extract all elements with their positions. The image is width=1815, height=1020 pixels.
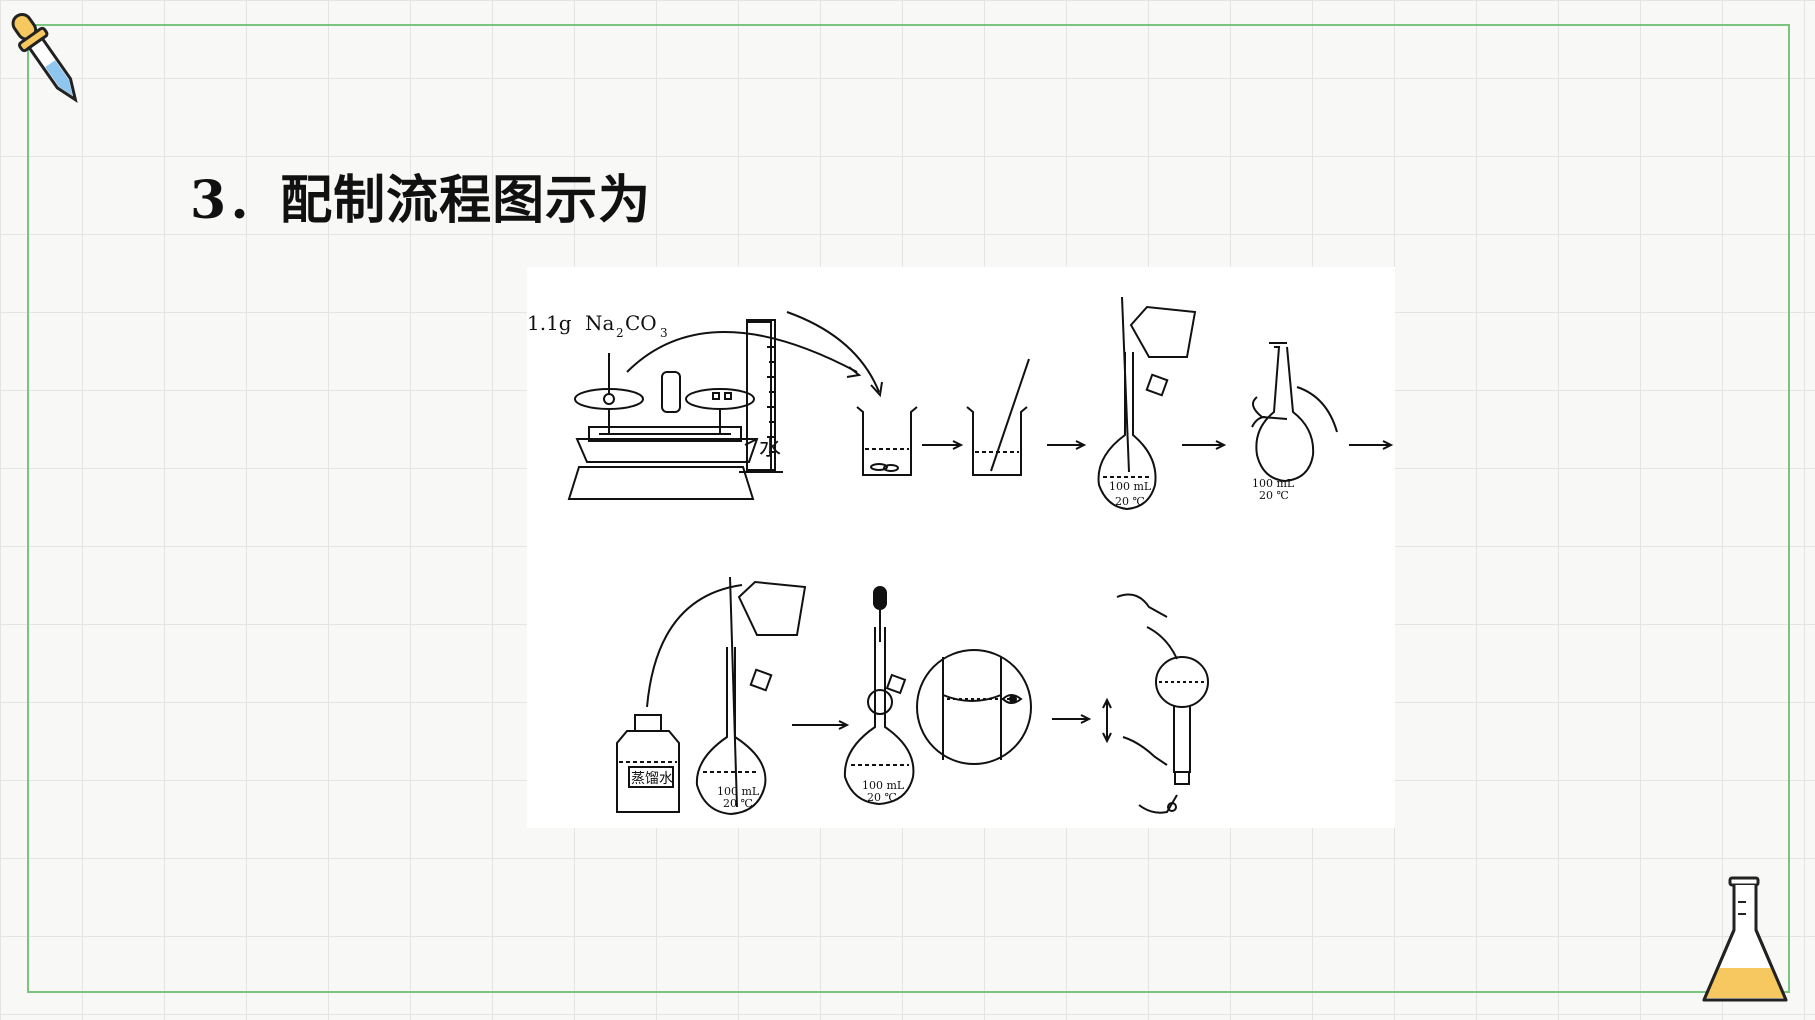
flask-volume-label-3: 100 mL [717, 785, 760, 798]
flask-temp-label-3: 20 ℃ [723, 797, 753, 810]
volumetric-flask-swirl: 100 mL 20 ℃ [1251, 342, 1338, 502]
beaker-stir [966, 358, 1030, 476]
flask-temp-label: 20 ℃ [1115, 495, 1145, 508]
water-label: 水 [759, 436, 781, 461]
slide-frame [27, 24, 1790, 993]
flask-volume-label: 100 mL [1109, 480, 1152, 493]
balance [567, 371, 759, 500]
reagent-formula-na: Na [585, 311, 615, 335]
volumetric-flask-dropper: 100 mL 20 ℃ [843, 586, 915, 806]
meniscus-magnifier [916, 649, 1032, 765]
graduated-cylinder: 水 [739, 319, 783, 473]
dropper-icon [11, 12, 78, 103]
flask-volume-label-2: 100 mL [1252, 477, 1295, 490]
preparation-flow-diagram: 1.1g Na 2 CO 3 水 [527, 267, 1395, 828]
flask-volume-label-4: 100 mL [862, 779, 905, 792]
reagent-formula-sub2: 3 [660, 326, 668, 340]
volumetric-flask-transfer: 100 mL 20 ℃ [1097, 296, 1197, 511]
reagent-amount: 1.1g [527, 311, 572, 335]
reagent-formula-co: CO [625, 311, 657, 335]
distilled-water-label: 蒸馏水 [631, 771, 673, 787]
volumetric-flask-invert [1116, 593, 1209, 814]
reagent-formula-sub1: 2 [616, 326, 624, 340]
slide-title: 3．配制流程图示为 [190, 170, 652, 231]
wash-bottle: 蒸馏水 [616, 584, 743, 813]
volumetric-flask-wash: 100 mL 20 ℃ [695, 576, 807, 816]
flask-temp-label-2: 20 ℃ [1259, 489, 1289, 502]
beaker-dissolve [856, 406, 918, 476]
reagent-label: 1.1g Na 2 CO 3 [527, 311, 668, 340]
flask-temp-label-4: 20 ℃ [867, 791, 897, 804]
erlenmeyer-flask-icon [1702, 876, 1788, 1002]
